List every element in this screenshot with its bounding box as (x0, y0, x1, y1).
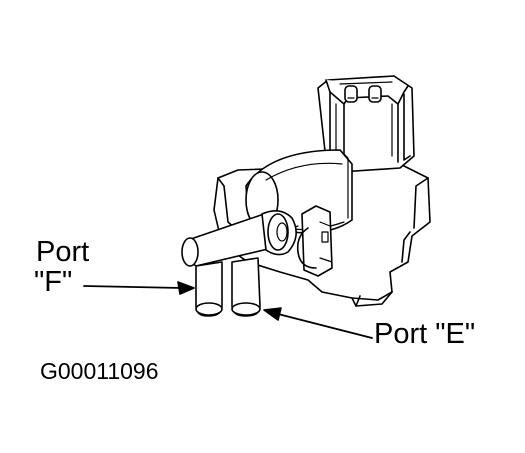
port-f-tube (196, 262, 222, 316)
port-e-label: Port "E" (374, 318, 476, 350)
port-f-label: Port (36, 236, 90, 268)
arrow-icon (264, 308, 372, 338)
retaining-clip (288, 206, 332, 276)
port-e-tube (232, 258, 260, 316)
figure-id: G00011096 (40, 358, 159, 384)
port-f-label-quoted: "F" (34, 266, 73, 298)
side-nozzle (182, 211, 296, 266)
arrow-icon (84, 282, 194, 294)
